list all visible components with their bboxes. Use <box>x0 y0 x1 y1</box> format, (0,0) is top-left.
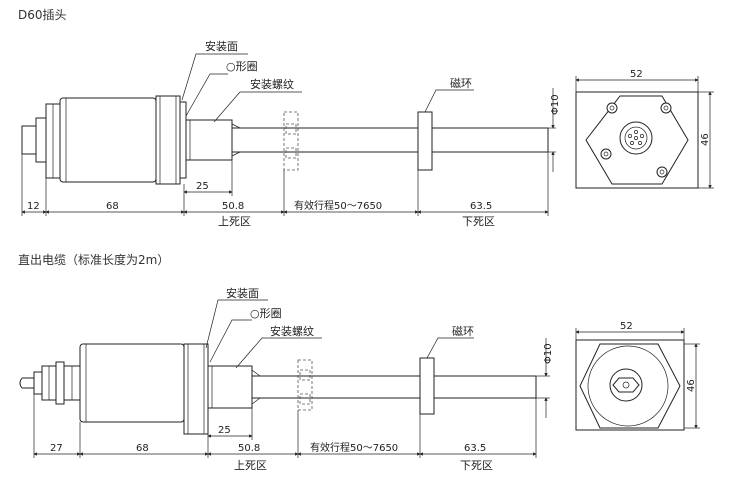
leader-mount-thread <box>213 91 302 123</box>
magnet-ring <box>417 111 433 171</box>
s2-label-magnet-ring: 磁环 <box>452 325 474 338</box>
section2-side-view <box>19 299 550 458</box>
s2-dim-50-8: 50.8 <box>238 443 260 454</box>
s2-dim-68: 68 <box>136 443 149 454</box>
s1-dim-68: 68 <box>106 201 119 212</box>
upper-dead-zone-marker <box>297 359 313 411</box>
s2-dim-phi10: Φ10 <box>543 343 554 364</box>
s2-label-o-ring: ○形圈 <box>250 307 282 320</box>
flange <box>183 343 209 435</box>
s2-dim-27: 27 <box>50 443 63 454</box>
s2-label-lower-dead: 下死区 <box>460 459 493 472</box>
s1-dim-46: 46 <box>700 133 711 146</box>
end-view-outline <box>575 91 699 189</box>
leader-magnet-ring <box>426 337 474 359</box>
leader-o-ring <box>185 73 228 117</box>
section2-title: 直出电缆（标准长度为2m） <box>18 253 170 267</box>
section1-end-view <box>575 76 714 189</box>
s1-dim-stroke: 有效行程50～7650 <box>294 199 382 212</box>
s1-dim-50-8: 50.8 <box>222 201 244 212</box>
cable-gland <box>33 371 43 395</box>
s2-label-upper-dead: 上死区 <box>234 459 267 472</box>
s1-dim-25: 25 <box>196 181 209 192</box>
magnet-ring <box>419 357 435 415</box>
leader-mount-face <box>205 299 268 349</box>
section1-side-view <box>21 53 556 216</box>
section1-title: D60插头 <box>18 8 67 22</box>
s1-label-lower-dead: 下死区 <box>462 215 495 228</box>
leader-mount-thread <box>235 337 322 369</box>
s2-dim-63-5: 63.5 <box>464 443 486 454</box>
s1-label-mount-thread: 安装螺纹 <box>250 77 294 91</box>
s2-dim-stroke: 有效行程50～7650 <box>310 441 398 454</box>
s1-label-magnet-ring: 磁环 <box>450 77 472 90</box>
s2-dim-46: 46 <box>686 379 697 392</box>
leader-mount-face <box>181 53 248 101</box>
section2-end-view <box>575 328 700 431</box>
electronics-housing <box>59 97 157 183</box>
upper-dead-zone-marker <box>283 111 299 171</box>
flange <box>155 95 181 185</box>
mount-thread <box>185 119 233 161</box>
s1-label-mount-face: 安装面 <box>205 39 238 53</box>
electronics-housing <box>79 343 185 423</box>
s1-dim-phi10: Φ10 <box>550 94 561 115</box>
end-view-outline <box>575 339 685 431</box>
leader-o-ring <box>209 319 252 363</box>
leader-magnet-ring <box>424 89 474 113</box>
s2-dim-25: 25 <box>218 425 231 436</box>
s1-dim-63-5: 63.5 <box>470 201 492 212</box>
s2-label-mount-face: 安装面 <box>226 286 259 300</box>
s2-dim-52: 52 <box>620 321 633 332</box>
mount-thread <box>207 365 253 409</box>
s1-label-upper-dead: 上死区 <box>218 215 251 228</box>
s1-label-o-ring: ○形圈 <box>226 60 258 73</box>
s2-label-mount-thread: 安装螺纹 <box>270 324 314 338</box>
s1-dim-52: 52 <box>630 69 643 80</box>
s1-dim-12: 12 <box>27 201 40 212</box>
